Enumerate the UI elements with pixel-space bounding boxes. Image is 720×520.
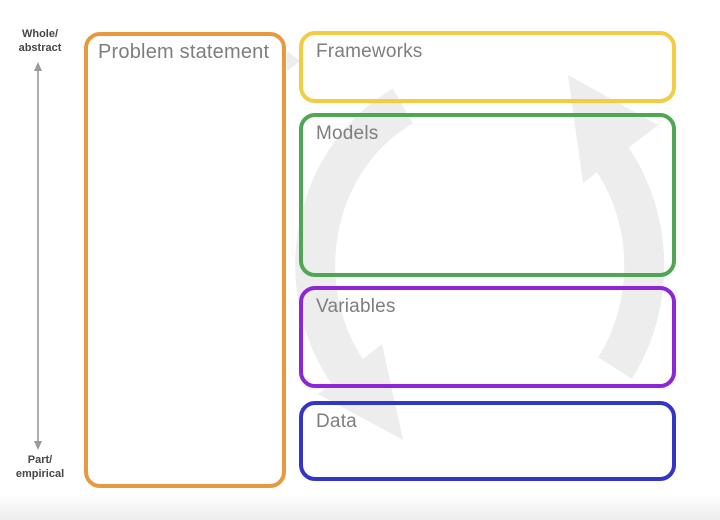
problem-statement-title: Problem statement [98, 41, 270, 63]
chevron-right-icon [287, 51, 300, 71]
vertical-double-arrow-icon [34, 62, 42, 450]
axis-label-line: Part/ [27, 454, 53, 466]
axis-label-part-empirical: Part/ empirical [6, 453, 74, 481]
variables-box[interactable]: Variables [299, 286, 676, 388]
problem-statement-box[interactable]: Problem statement [84, 32, 286, 488]
models-title: Models [316, 123, 379, 144]
models-box[interactable]: Models [299, 113, 676, 277]
frameworks-box[interactable]: Frameworks [299, 31, 676, 103]
cycle-arrow-down-head [318, 344, 403, 440]
axis-arrowhead-up [34, 62, 42, 71]
variables-title: Variables [316, 296, 396, 317]
axis-label-line: abstract [18, 42, 62, 54]
axis-label-whole-abstract: Whole/ abstract [6, 27, 74, 55]
data-title: Data [316, 411, 357, 432]
cycle-arrow-left-arc [295, 88, 414, 394]
axis-arrowhead-down [34, 441, 42, 450]
cycle-arrow-right-arc [584, 130, 665, 379]
frameworks-title: Frameworks [316, 41, 423, 62]
axis-label-line: Whole/ [21, 28, 59, 40]
axis-label-line: empirical [15, 468, 65, 480]
data-box[interactable]: Data [299, 401, 676, 481]
